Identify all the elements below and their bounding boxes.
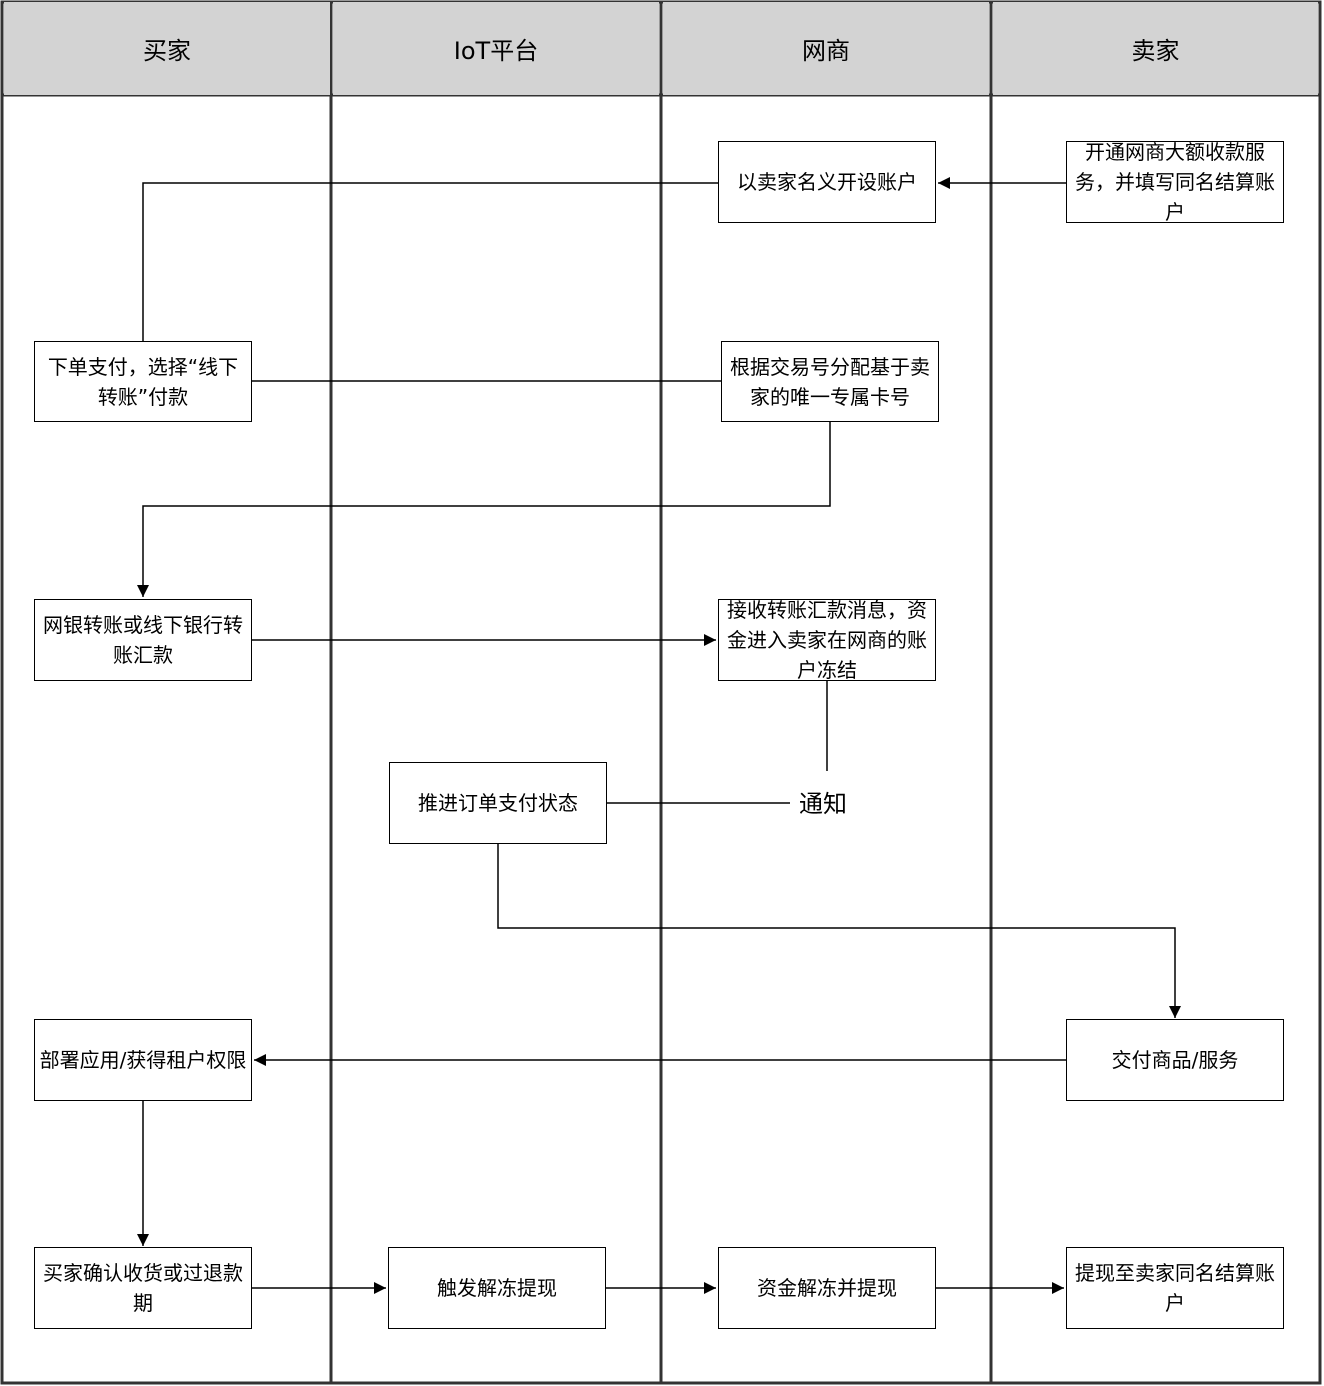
node-deploy-app: 部署应用/获得租户权限 — [34, 1019, 252, 1101]
node-unfreeze-withdraw: 资金解冻并提现 — [718, 1247, 936, 1329]
node-bank-transfer: 网银转账或线下银行转账汇款 — [34, 599, 252, 681]
lane-header-mybank: 网商 — [663, 2, 989, 95]
node-advance-order-status: 推进订单支付状态 — [389, 762, 607, 844]
node-assign-card: 根据交易号分配基于卖家的唯一专属卡号 — [721, 341, 939, 422]
lane-header-seller: 卖家 — [993, 2, 1318, 95]
node-place-order: 下单支付，选择“线下转账”付款 — [34, 341, 252, 422]
node-receive-transfer: 接收转账汇款消息，资金进入卖家在网商的账户冻结 — [718, 598, 936, 682]
node-trigger-unfreeze: 触发解冻提现 — [388, 1247, 606, 1329]
edge-advance-to-deliver — [497, 844, 1181, 1018]
edge-card-to-transfer — [137, 422, 831, 597]
node-deliver-goods: 交付商品/服务 — [1066, 1019, 1284, 1101]
lane-header-buyer: 买家 — [4, 2, 330, 95]
node-confirm-receipt: 买家确认收货或过退款期 — [34, 1247, 252, 1329]
notify-label: 通知 — [799, 790, 847, 818]
node-open-account: 以卖家名义开设账户 — [718, 141, 936, 223]
edge-account-to-order — [142, 182, 718, 341]
node-open-large-collection: 开通网商大额收款服务，并填写同名结算账户 — [1066, 140, 1284, 224]
lane-header-iot-platform: IoT平台 — [333, 2, 659, 95]
node-withdraw-to-seller: 提现至卖家同名结算账户 — [1066, 1247, 1284, 1329]
